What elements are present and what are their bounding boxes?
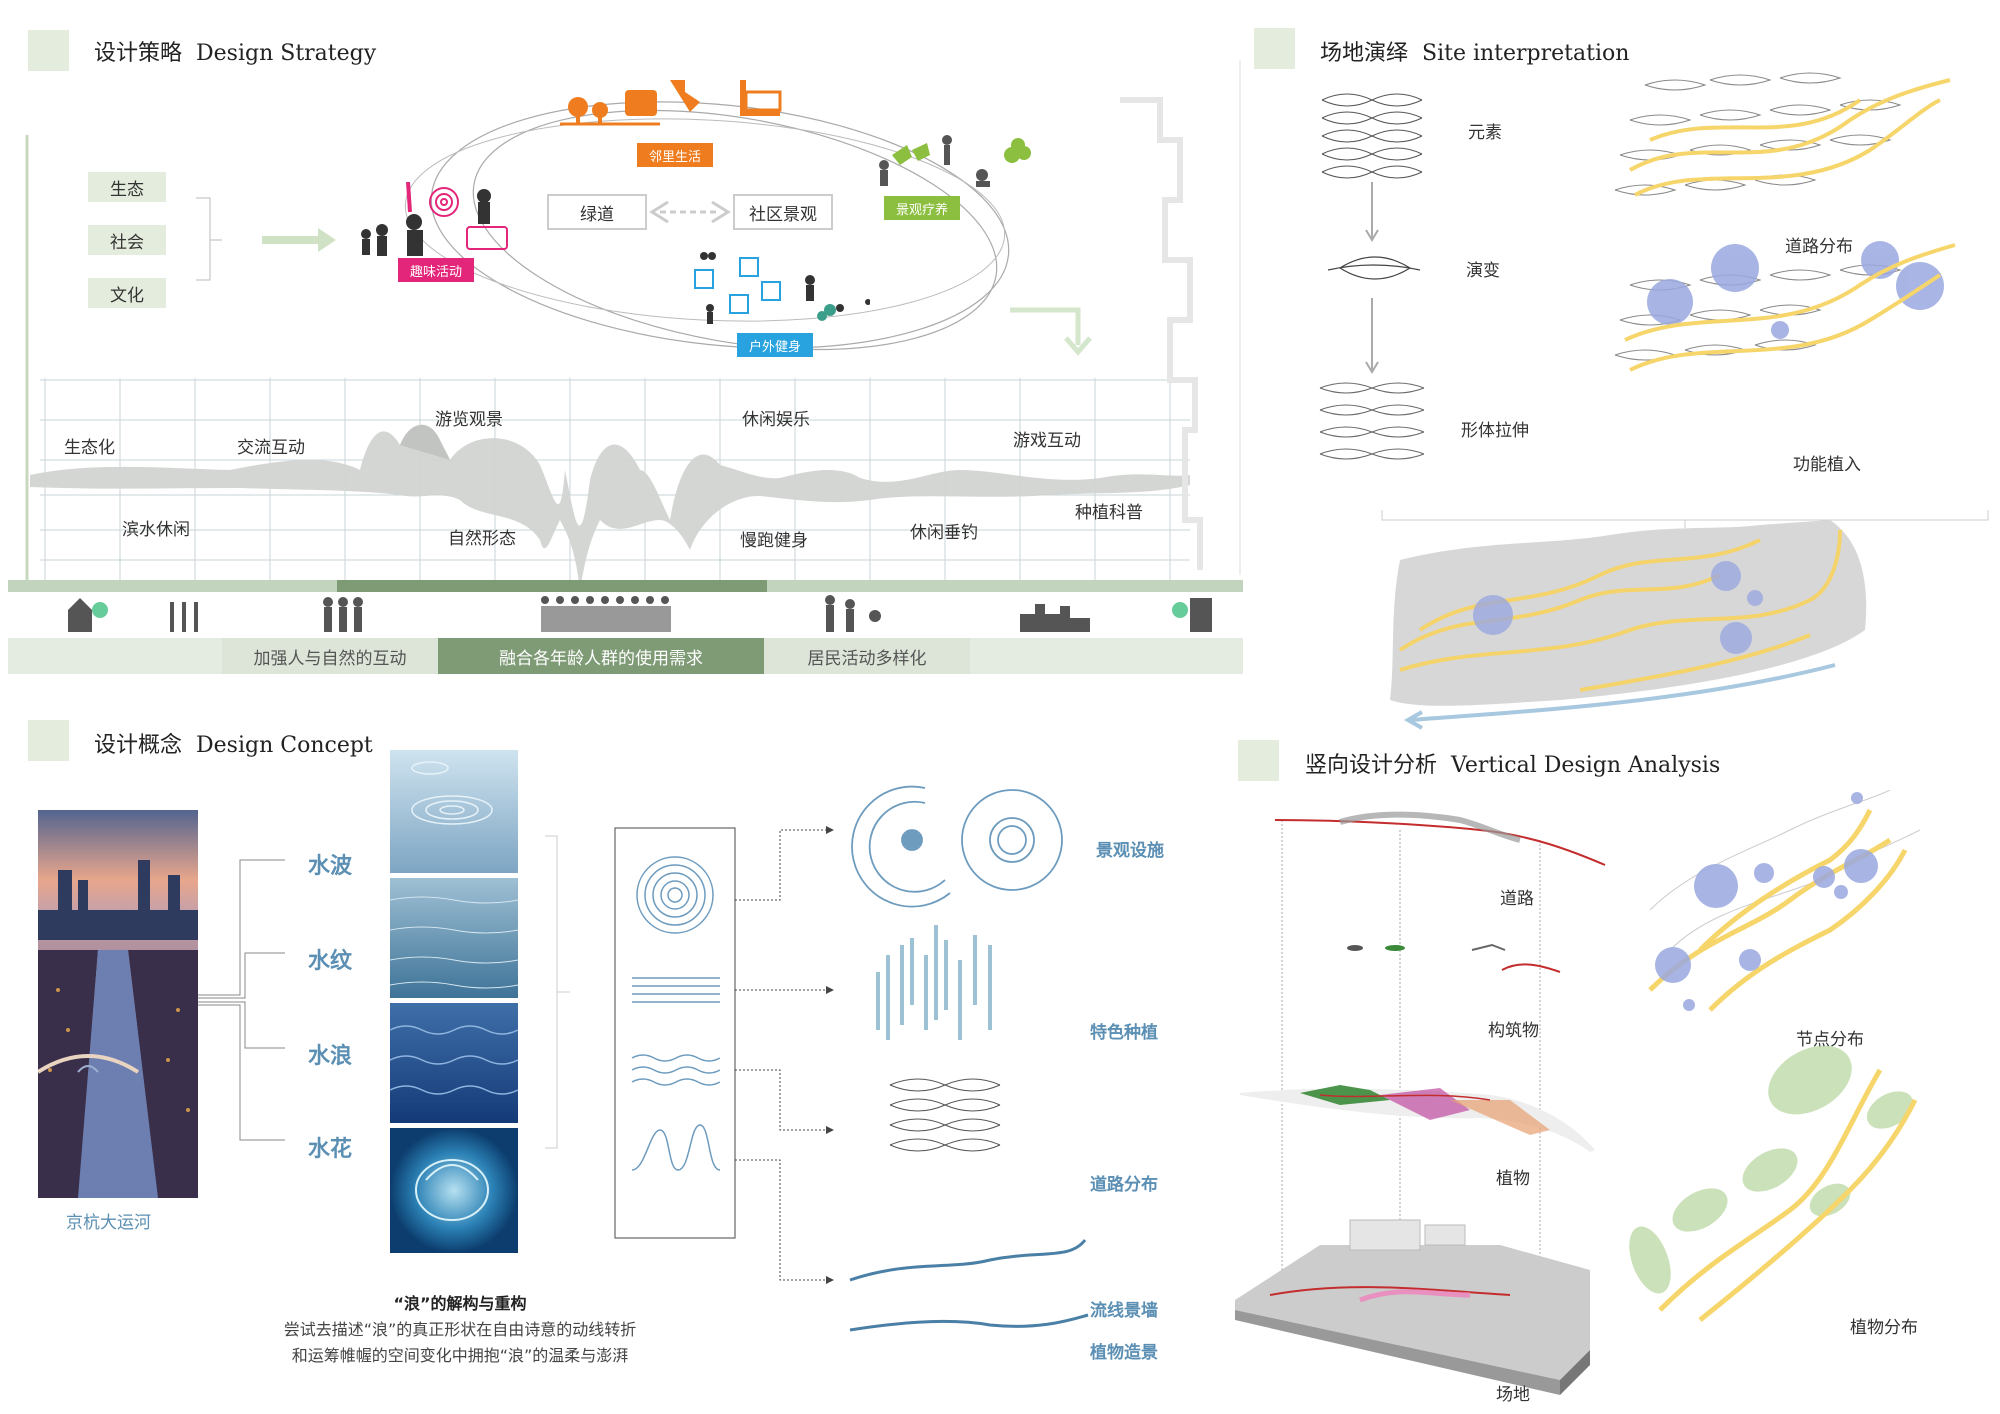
vertical-title-en: Vertical Design Analysis [1451, 753, 1721, 778]
output-flow-wall: 流线景墙 [1090, 1301, 1158, 1321]
layer-plants: 植物 [1496, 1169, 1530, 1189]
vertical-map-plants: 植物分布 [1850, 1318, 1918, 1338]
site-title-en: Site interpretation [1422, 41, 1630, 66]
vertical-map-nodes: 节点分布 [1796, 1030, 1864, 1050]
wave-label-waterfront: 滨水休闲 [122, 520, 190, 540]
wave-label-sightseeing: 游览观景 [435, 410, 503, 430]
bar-nature-interaction: 加强人与自然的互动 [253, 648, 407, 669]
output-plant-landscape: 植物造景 [1090, 1343, 1158, 1363]
site-step-evolve: 演变 [1466, 261, 1500, 281]
concept-caption-title: “浪”的解构与重构 [393, 1294, 527, 1313]
loop-greenway: 绿道 [547, 194, 647, 230]
pillar-culture: 文化 [88, 278, 166, 308]
wave-label-leisure: 休闲娱乐 [742, 410, 810, 430]
concept-graphics [198, 750, 1089, 1332]
tag-neighbor-life: 邻里生活 [637, 143, 714, 167]
wave-label-natural-form: 自然形态 [448, 529, 516, 549]
site-step-stretch: 形体拉伸 [1461, 421, 1529, 441]
concept-title-en: Design Concept [196, 733, 373, 758]
section-marker [28, 30, 69, 71]
section-marker [28, 720, 69, 761]
strategy-title-en: Design Strategy [196, 41, 377, 66]
tag-outdoor-fitness: 户外健身 [737, 333, 814, 357]
canal-caption: 京杭大运河 [66, 1213, 151, 1233]
fun-activity-icon [361, 182, 508, 256]
bar-diverse-activity: 居民活动多样化 [807, 648, 927, 669]
outdoor-fitness-icon [694, 252, 870, 324]
layer-road: 道路 [1500, 889, 1534, 909]
strategy-graphics [8, 60, 1243, 674]
wave-label-ecological: 生态化 [64, 438, 115, 458]
layer-site: 场地 [1496, 1385, 1530, 1405]
output-facilities: 景观设施 [1096, 841, 1164, 861]
concept-title-cn: 设计概念 [94, 733, 183, 758]
section-marker [1238, 740, 1279, 781]
output-planting: 特色种植 [1090, 1023, 1158, 1043]
layer-structures: 构筑物 [1488, 1021, 1539, 1041]
canal-photo [38, 810, 198, 1198]
water-pattern: 水纹 [308, 949, 353, 974]
wave-label-planting: 种植科普 [1075, 503, 1143, 523]
concept-caption-line-1: 尝试去描述“浪”的真正形状在自由诗意的动线转折 [283, 1320, 637, 1339]
site-graphics [1319, 72, 1989, 730]
output-roads: 道路分布 [1090, 1175, 1158, 1195]
neighbor-life-icon [560, 80, 782, 126]
pillar-society: 社会 [88, 225, 166, 255]
section-marker [1254, 28, 1295, 69]
water-spray: 水花 [308, 1137, 353, 1162]
vertical-title-cn: 竖向设计分析 [1305, 753, 1438, 778]
vertical-title: 竖向设计分析 Vertical Design Analysis [1305, 747, 1720, 779]
wave-label-interaction: 交流互动 [237, 438, 305, 458]
tag-landscape-healing: 景观疗养 [884, 196, 961, 220]
water-ripple: 水波 [308, 854, 353, 879]
loop-community: 社区景观 [733, 194, 833, 230]
site-title-cn: 场地演绎 [1320, 41, 1409, 66]
tag-fun-activity: 趣味活动 [398, 258, 475, 282]
landscape-healing-icon [879, 135, 1031, 187]
strategy-title-cn: 设计策略 [94, 41, 183, 66]
site-step-element: 元素 [1468, 123, 1502, 143]
wave-label-game: 游戏互动 [1013, 431, 1081, 451]
vertical-graphics [1235, 790, 1921, 1395]
pillar-ecology: 生态 [88, 172, 166, 202]
people-icons-row [68, 595, 1212, 632]
concept-title: 设计概念 Design Concept [94, 727, 373, 759]
site-map-function: 功能植入 [1793, 455, 1861, 475]
water-wave: 水浪 [308, 1044, 353, 1069]
wave-label-fishing: 休闲垂钓 [910, 523, 978, 543]
site-title: 场地演绎 Site interpretation [1320, 35, 1629, 67]
wave-label-jogging: 慢跑健身 [740, 531, 808, 551]
concept-caption-line-2: 和运筹帷幄的空间变化中拥抱“浪”的温柔与澎湃 [291, 1346, 629, 1365]
site-map-road: 道路分布 [1785, 237, 1853, 257]
bar-all-ages: 融合各年龄人群的使用需求 [499, 648, 703, 669]
strategy-title: 设计策略 Design Strategy [94, 35, 376, 67]
